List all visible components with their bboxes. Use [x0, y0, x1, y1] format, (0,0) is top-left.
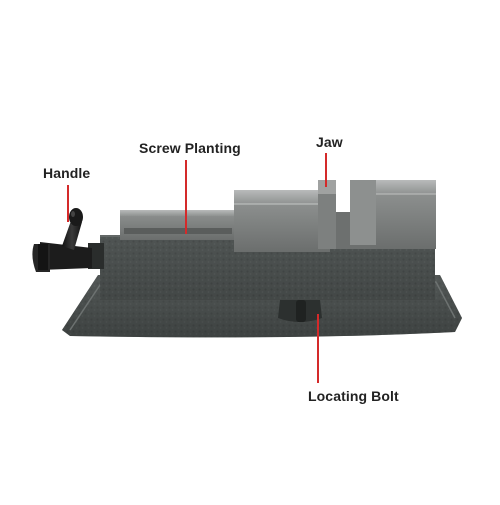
callout-jaw: Jaw [316, 134, 343, 150]
callout-handle: Handle [43, 165, 91, 181]
leader-lines [67, 153, 327, 383]
callout-screw-planting: Screw Planting [139, 140, 241, 156]
fixed-jaw [318, 180, 436, 249]
handle-assembly [32, 208, 104, 272]
callout-locating-bolt: Locating Bolt [308, 388, 399, 404]
screw-rail [120, 210, 236, 240]
movable-jaw-block [234, 190, 330, 252]
